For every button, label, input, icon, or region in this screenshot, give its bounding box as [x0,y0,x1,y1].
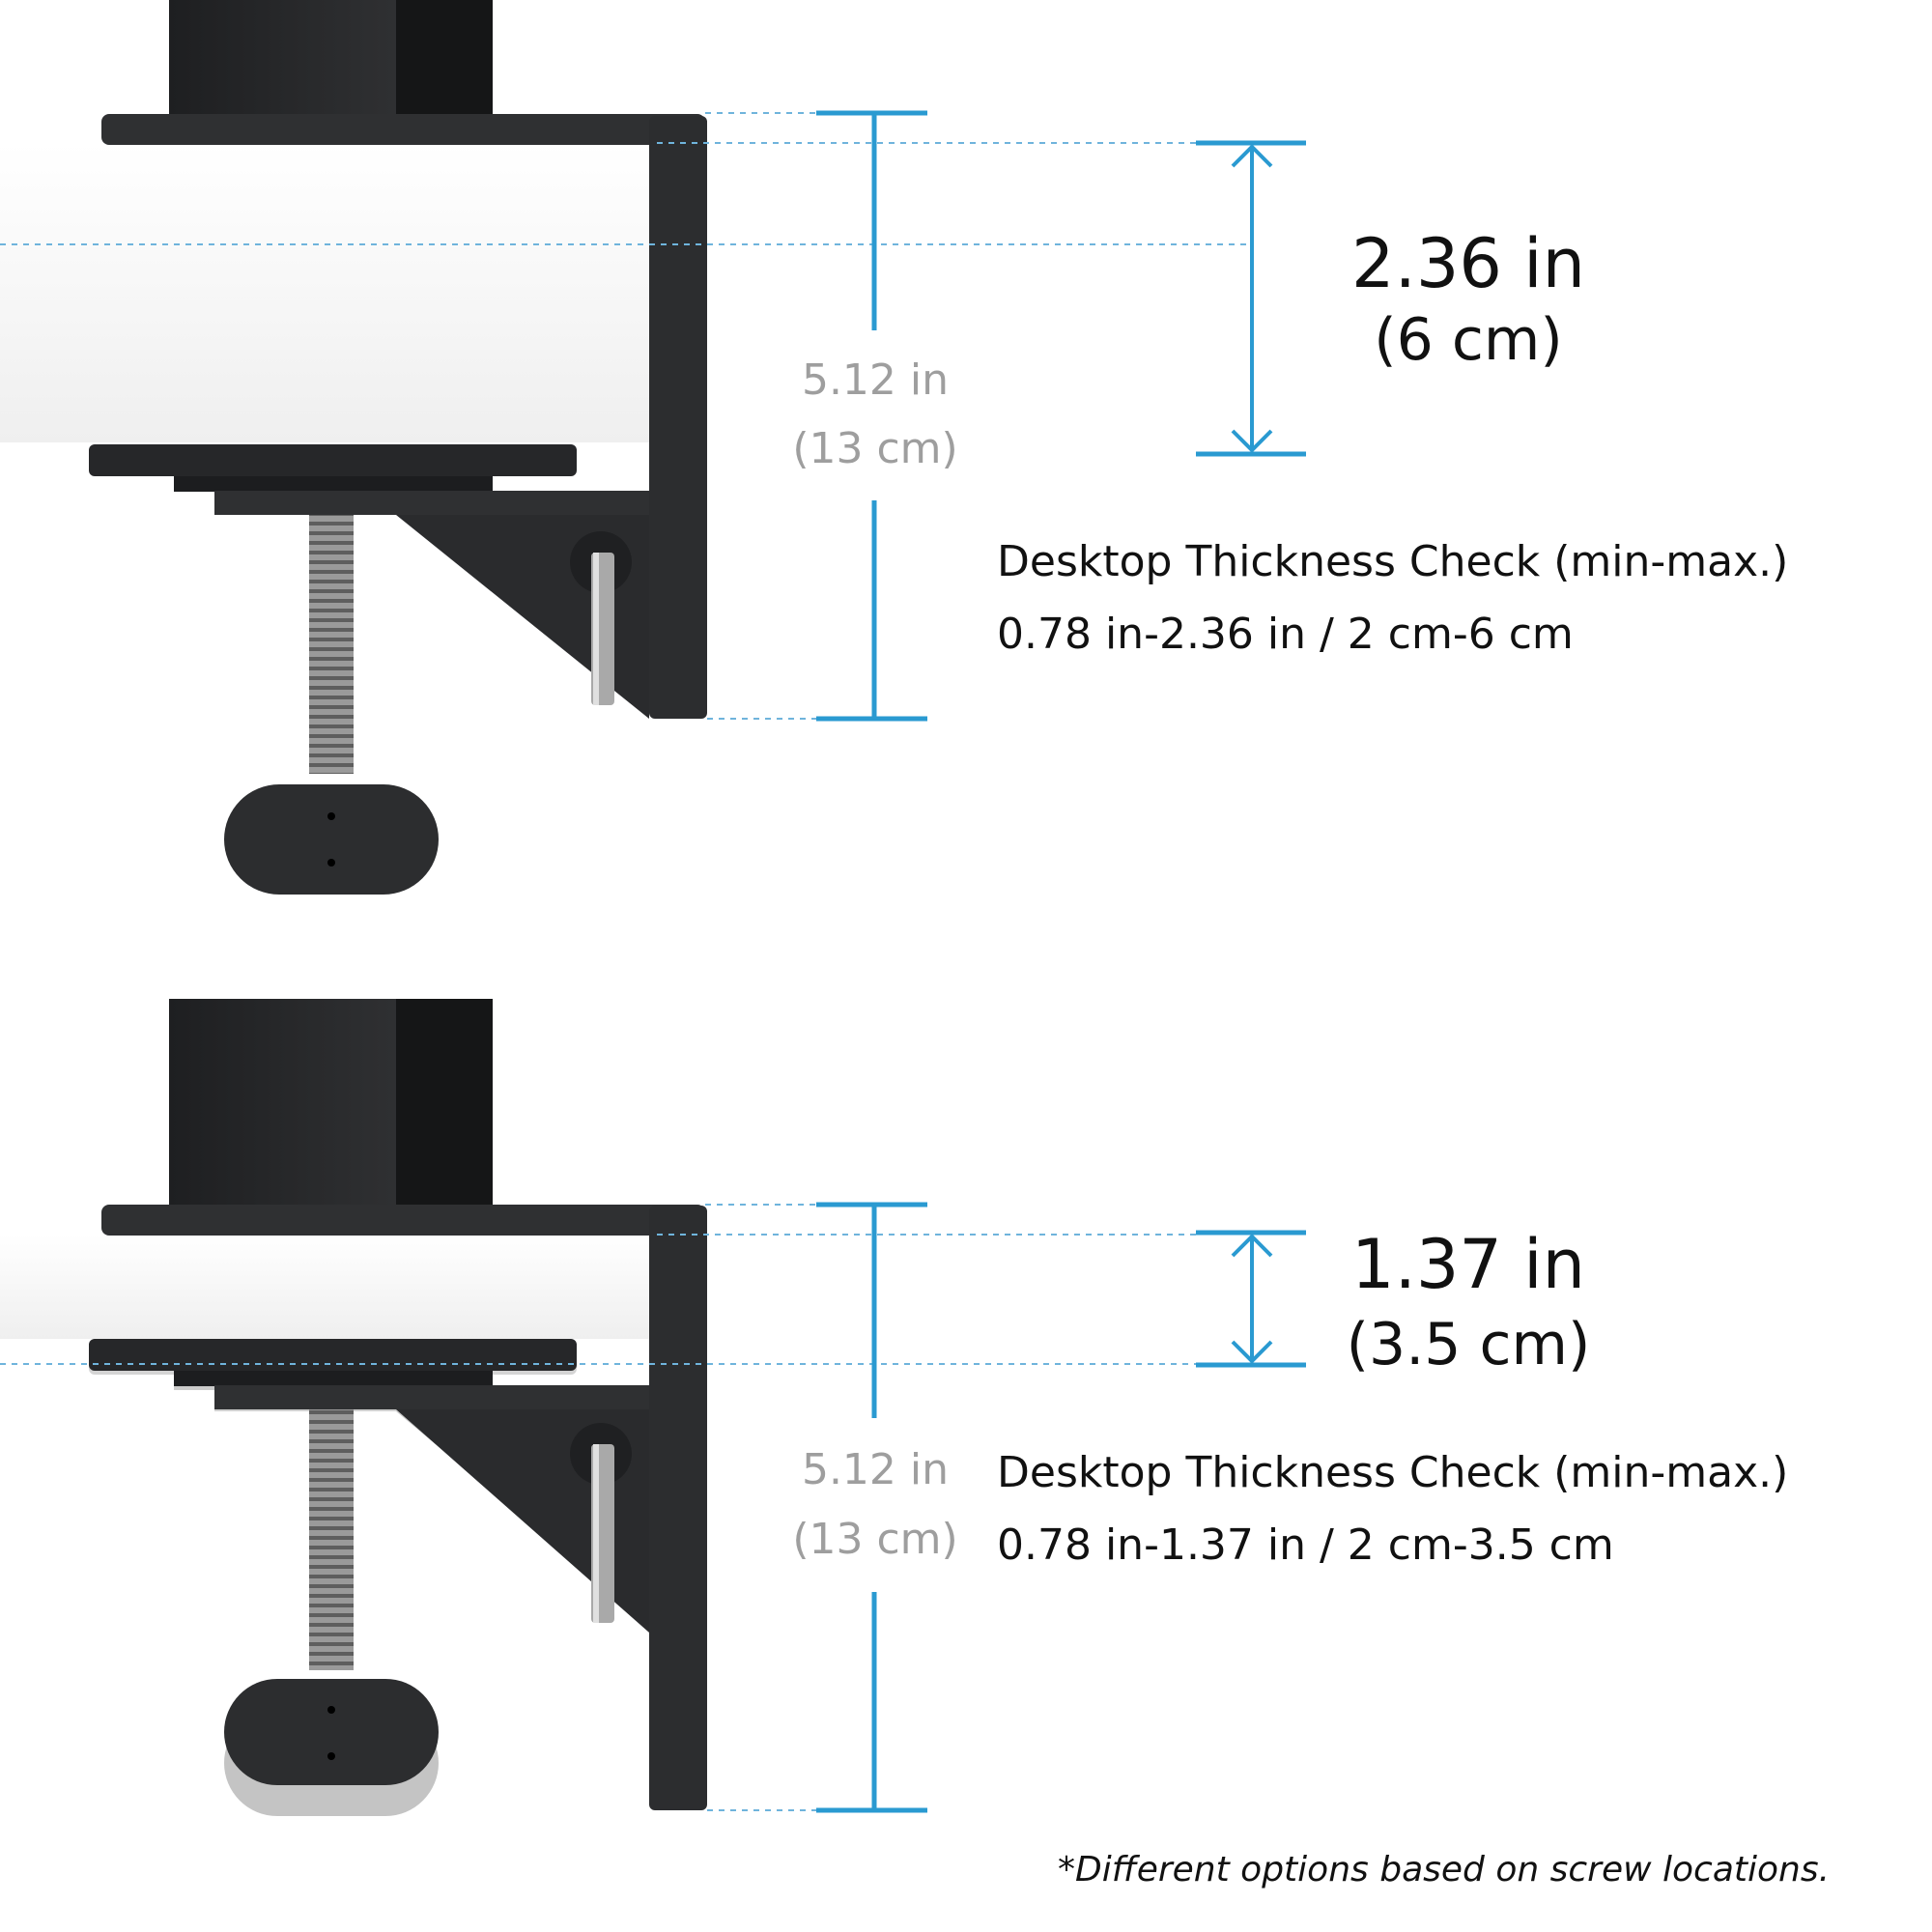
screw-knob [224,784,439,895]
clamp-vertical-bar [649,1206,707,1810]
top-check-title: Desktop Thickness Check (min-max.) [997,537,1789,586]
footnote: *Different options based on screw locati… [1058,1850,1831,1889]
top-plate [101,1205,705,1236]
top-plate [101,114,705,145]
bottom-max-thickness-cm: (3.5 cm) [1346,1311,1591,1378]
lower-pad [89,444,577,476]
desk-slab [0,1235,657,1339]
bottom-check-title: Desktop Thickness Check (min-max.) [997,1448,1789,1497]
clamp-screw [309,1409,354,1670]
lower-bracket [214,1385,649,1409]
top-overall-height-in: 5.12 in [801,355,950,405]
top-max-thickness-cm: (6 cm) [1374,306,1563,374]
lower-pad-base [174,476,493,492]
top-overall-height-cm: (13 cm) [792,424,958,473]
clamp-vertical-bar [649,116,707,719]
pole-edge [396,0,493,116]
bottom-overall-height-cm: (13 cm) [792,1515,958,1564]
bottom-max-thickness-in: 1.37 in [1351,1225,1585,1304]
screw-knob [224,1679,439,1785]
desk-slab [0,143,657,442]
clamp-screw [309,515,354,774]
top-check-range: 0.78 in-2.36 in / 2 cm-6 cm [997,610,1574,659]
lower-pad [89,1339,577,1371]
bottom-check-range: 0.78 in-1.37 in / 2 cm-3.5 cm [997,1520,1614,1570]
top-max-thickness-in: 2.36 in [1351,224,1585,303]
lower-bracket [214,491,649,515]
bottom-overall-height-in: 5.12 in [801,1445,950,1494]
top-panel [0,0,1306,895]
bottom-panel [0,999,1306,1816]
